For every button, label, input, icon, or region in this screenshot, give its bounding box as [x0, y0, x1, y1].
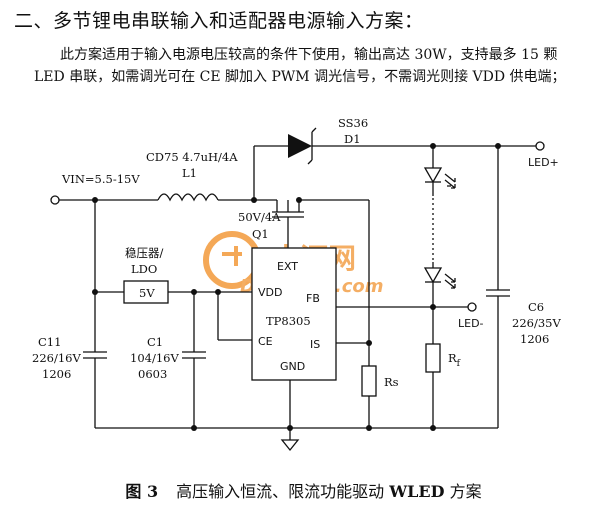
c1-ref-label: C1	[147, 335, 163, 349]
c11-value-label: 226/16V	[32, 351, 81, 365]
ldo-value-label: 5V	[139, 286, 155, 300]
c6-size-label: 1206	[520, 332, 549, 346]
intro-paragraph: 此方案适用于输入电源电压较高的条件下使用，输出高达 30W，支持最多 15 颗 …	[34, 44, 582, 88]
c6-value-label: 226/35V	[512, 316, 561, 330]
resistor-rf	[425, 343, 441, 373]
gnd-dot-rs	[366, 425, 372, 431]
caption-text-post: 方案	[444, 482, 482, 501]
rf-label-sub: f	[457, 359, 461, 369]
inductor-ref-label: L1	[182, 166, 197, 180]
inductor-part-label: CD75 4.7uH/4A	[146, 150, 238, 164]
mosfet-source-dot	[296, 197, 302, 203]
figure-caption: 图 3 高压输入恒流、限流功能驱动 WLED 方案	[0, 478, 607, 502]
pin-ce-label: CE	[258, 335, 273, 348]
circuit-diagram: 电源网 DianYuan.com VIN=5.5-15V CD75 4.7uH/…	[32, 116, 561, 452]
pin-fb-label: FB	[306, 292, 320, 305]
intro-text: 此方案适用于输入电源电压较高的条件下使用，输出高达 30W，支持最多 15 颗 …	[34, 47, 566, 85]
c1-value-label: 104/16V	[130, 351, 179, 365]
pin-gnd-label: GND	[280, 360, 305, 373]
led-plus-terminal	[535, 141, 545, 151]
led-plus-label: LED+	[528, 156, 559, 169]
led-1	[423, 167, 443, 184]
diode-ref-label: D1	[344, 132, 361, 146]
rs-label: Rs	[384, 375, 399, 389]
inductor-l1	[157, 193, 219, 202]
led-1-emission-icon-2	[444, 179, 456, 189]
mosfet-ref-label: Q1	[252, 227, 269, 241]
ic-name-label: TP8305	[266, 314, 311, 328]
led-1-emission-icon	[444, 173, 456, 187]
vin-label: VIN=5.5-15V	[61, 172, 140, 186]
c6-ref-label: C6	[528, 300, 544, 314]
pin-ext-label: EXT	[277, 260, 298, 273]
ground-icon	[280, 439, 300, 452]
caption-text-pre: 高压输入恒流、限流功能驱动	[176, 482, 390, 501]
gnd-dot-c1	[191, 425, 197, 431]
c11-ref-label: C11	[38, 335, 61, 349]
caption-text-bold: WLED	[389, 482, 445, 501]
mosfet-rating-label: 50V/4A	[238, 210, 281, 224]
diode-part-label: SS36	[338, 116, 368, 130]
led-n-emission-icon-2	[444, 279, 456, 289]
c1-size-label: 0603	[138, 367, 167, 381]
pin-is-label: IS	[310, 338, 320, 351]
caption-fig: 图 3	[125, 482, 159, 501]
rf-label: Rf	[448, 351, 461, 369]
ic-tp8305	[251, 247, 337, 381]
section-heading: 二、多节锂电串联输入和适配器电源输入方案：	[14, 10, 424, 32]
led-minus-label: LED-	[458, 317, 484, 330]
c11-size-label: 1206	[42, 367, 71, 381]
led-n-emission-icon	[444, 273, 456, 283]
led-minus-terminal	[467, 302, 477, 312]
pin-vdd-label: VDD	[258, 286, 282, 299]
vin-terminal	[50, 195, 60, 205]
diode-d1	[288, 134, 312, 158]
rf-label-main: R	[448, 351, 457, 365]
plug-icon	[222, 246, 242, 266]
resistor-rs	[361, 365, 377, 397]
ldo-label-2: LDO	[131, 262, 157, 276]
ldo-label-1: 稳压器/	[125, 246, 163, 260]
led-n	[423, 267, 443, 284]
gnd-dot-rf	[430, 425, 436, 431]
